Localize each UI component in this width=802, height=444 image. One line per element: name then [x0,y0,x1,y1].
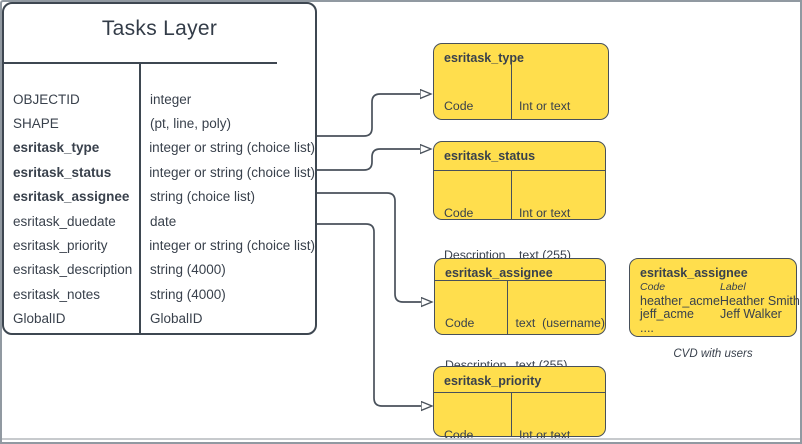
domain-code-cell: Code Description [434,171,512,262]
domain-box-esritask-status: esritask_status Code Description Int or … [433,141,606,262]
field-row-objectid: OBJECTID integer [4,87,315,111]
cvd-header-row: Code Label [640,281,796,295]
domain-type-cell: Int or text text (255) [512,64,571,155]
field-row-esritask-assignee: esritask_assignee string (choice list) [4,185,315,209]
field-name: esritask_assignee [13,189,130,205]
domain-body: Code Description Int or text text (255) [434,170,605,262]
connector-esritask-status [316,149,420,171]
field-name: esritask_duedate [13,213,116,229]
domain-code-cell: Code Description [434,393,512,442]
cvd-ellipsis: .... [640,320,654,335]
field-type: (pt, line, poly) [150,116,232,132]
cvd-caption: CVD with users [673,348,753,360]
field-row-esritask-type: esritask_type integer or string (choice … [4,136,315,160]
field-list: OBJECTID integer SHAPE (pt, line, poly) … [4,87,315,331]
code-type: Int or text [519,99,571,113]
domain-type-cell: Int or text text (255) [512,171,571,262]
field-row-esritask-duedate: esritask_duedate date [4,209,315,233]
domain-box-esritask-priority: esritask_priority Code Description Int o… [433,366,606,442]
field-type: string (choice list) [150,189,256,205]
window-bottom-rule [2,438,800,440]
field-row-globalid: GlobalID GlobalID [4,307,315,331]
field-name: esritask_description [13,262,133,278]
domain-type-cell: Int or text text (255) [512,393,571,442]
field-name: esritask_type [13,140,100,156]
code-label: Code [444,206,474,220]
code-type: text (username) [515,316,605,330]
field-type: GlobalID [150,311,203,327]
cvd-code-header: Code [640,281,666,293]
code-type: Int or text [519,206,571,220]
field-row-esritask-description: esritask_description string (4000) [4,258,315,282]
domain-code-cell: Code Description [434,64,512,155]
connector-esritask-priority [316,223,421,406]
field-row-esritask-priority: esritask_priority integer or string (cho… [4,233,315,257]
cvd-label: Jeff Walker [720,307,782,321]
domain-box-esritask-assignee: esritask_assignee Code Description text … [434,258,606,372]
domain-title: esritask_type [444,51,524,65]
field-type: date [150,213,177,229]
field-name: esritask_priority [13,238,108,254]
domain-code-cell: Code Description [435,281,509,372]
field-type: string (4000) [150,286,226,302]
connector-esritask-assignee [316,192,421,302]
domain-body: Code Description Int or text text (255) [434,64,608,155]
field-type: string (4000) [150,262,226,278]
domain-title: esritask_priority [444,374,542,388]
cvd-code: heather_acme [640,293,720,308]
domain-type-cell: text (username) text (255) [508,281,605,372]
field-type: integer or string (choice list) [149,164,315,180]
field-type: integer or string (choice list) [149,238,315,254]
cvd-row: jeff_acme Jeff Walker [640,307,796,322]
domain-box-esritask-type: esritask_type Code Description Int or te… [433,43,609,155]
cvd-title: esritask_assignee [640,266,748,280]
domain-title: esritask_assignee [445,266,553,280]
domain-body: Code Description Int or text text (255) [434,392,605,442]
field-name: SHAPE [13,116,59,132]
code-label: Code [444,99,474,113]
field-type: integer or string (choice list) [149,140,315,156]
field-name: esritask_status [13,164,112,180]
column-divider [139,62,141,333]
code-label: Code [445,316,475,330]
domain-body: Code Description text (username) text (2… [435,280,605,372]
cvd-row: heather_acme Heather Smith [640,293,800,309]
field-type: integer [150,91,192,107]
field-name: esritask_notes [13,286,101,302]
field-row-shape: SHAPE (pt, line, poly) [4,111,315,135]
field-row-esritask-status: esritask_status integer or string (choic… [4,160,315,184]
cvd-code: jeff_acme [640,307,694,321]
connector-esritask-type [316,94,420,137]
domain-title: esritask_status [444,149,536,163]
cvd-label: Heather Smith [719,293,800,308]
field-row-esritask-notes: esritask_notes string (4000) [4,282,315,306]
cvd-grid: Code Label heather_acme Heather Smith je… [630,280,800,336]
cvd-example-box: esritask_assignee Code Label heather_acm… [629,258,800,337]
tasks-layer-title: Tasks Layer [101,17,218,40]
field-name: OBJECTID [13,91,80,107]
cvd-label-header: Label [720,281,746,293]
cvd-ellipsis-row: .... [640,320,796,336]
field-name: GlobalID [13,311,66,327]
tasks-layer-table: Tasks Layer OBJECTID integer SHAPE (pt, … [2,2,317,335]
